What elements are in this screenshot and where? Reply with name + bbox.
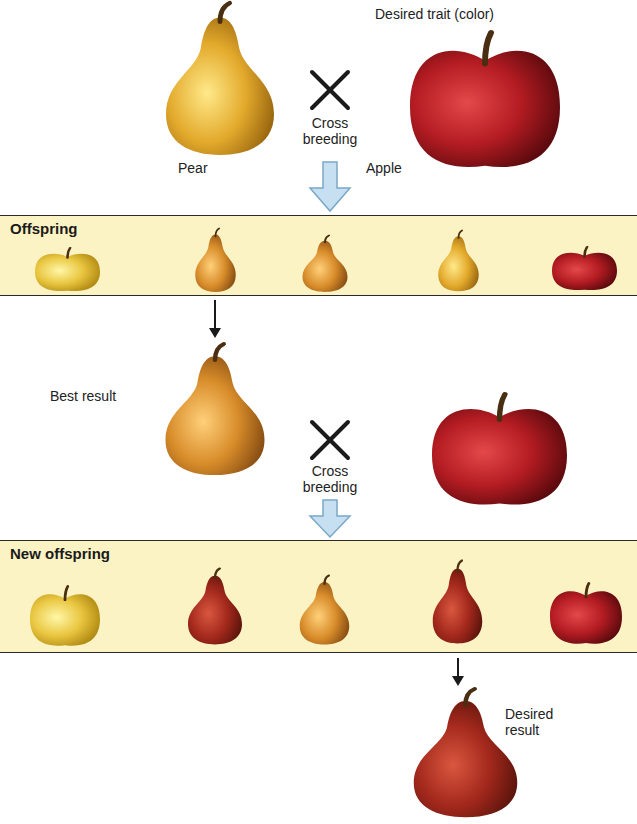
band-ground — [0, 215, 637, 296]
pear — [438, 230, 479, 291]
label-box: Pear — [178, 160, 208, 176]
fruit-label: Desired result — [505, 706, 553, 738]
band-ground — [0, 540, 637, 653]
apple — [432, 394, 567, 504]
fruit-label: Best result — [50, 388, 116, 404]
fruit-label: Cross breeding — [303, 115, 358, 147]
apple — [552, 247, 617, 290]
pear — [166, 344, 265, 475]
fruit-label: Cross breeding — [303, 463, 358, 495]
label-box: Best result — [50, 388, 116, 404]
pear — [195, 228, 236, 291]
band-title: Offspring — [10, 220, 78, 237]
apple — [35, 248, 100, 291]
label-box: Desired result — [505, 706, 569, 738]
select-arrow — [452, 658, 464, 686]
apple — [30, 586, 100, 645]
flow-arrow — [310, 162, 350, 211]
pear — [414, 689, 518, 817]
apple — [410, 33, 560, 167]
pear — [433, 561, 483, 644]
pear — [300, 576, 350, 645]
offspring-band: New offspring — [0, 540, 637, 653]
apple — [550, 583, 622, 643]
select-arrow — [209, 300, 221, 338]
pear — [166, 3, 274, 155]
fruit-label: Desired trait (color) — [375, 6, 494, 22]
pear — [303, 235, 348, 292]
pear — [188, 569, 242, 645]
label-box: Apple — [366, 160, 402, 176]
cross-mark — [312, 72, 348, 108]
label-box: Desired trait (color) — [375, 6, 494, 22]
cross-mark — [312, 422, 348, 458]
band-title: New offspring — [10, 545, 110, 562]
label-box: Cross breeding — [292, 463, 368, 495]
flow-arrow — [310, 500, 350, 537]
fruit-label: Apple — [366, 160, 402, 176]
label-box: Cross breeding — [292, 115, 368, 147]
fruit-label: Pear — [178, 160, 208, 176]
offspring-band: Offspring — [0, 215, 637, 296]
